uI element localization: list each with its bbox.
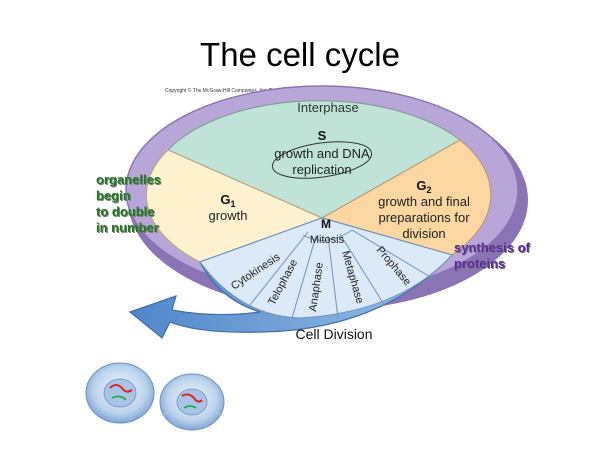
mitosis-label: Mitosis xyxy=(310,234,345,246)
organelles-note-line: to double xyxy=(96,204,155,219)
g1-phase-description: growth xyxy=(208,208,247,223)
mitosis-arc xyxy=(302,229,353,241)
organelles-note-line: organelles xyxy=(96,172,162,187)
g2-phase-label: G2 xyxy=(416,178,431,195)
cycle-sectors xyxy=(145,100,492,263)
interphase-label: Interphase xyxy=(297,100,358,115)
protein-note-line: synthesis of xyxy=(454,240,530,255)
protein-synthesis-note: synthesis of proteins xyxy=(454,240,530,272)
organelles-note-line: begin xyxy=(96,188,131,203)
slide-title: The cell cycle xyxy=(200,36,400,73)
m-phase-sector xyxy=(199,217,453,319)
cell-division-label: Cell Division xyxy=(295,326,372,342)
replication-highlight-ring xyxy=(271,141,373,179)
daughter-cell-2 xyxy=(159,373,225,431)
protein-note-line: proteins xyxy=(454,256,506,271)
g2-phase-line2: preparations for xyxy=(378,210,470,225)
m-phase-letter: M xyxy=(321,217,331,231)
s-phase-sector xyxy=(167,100,461,219)
s-phase-line2: replication xyxy=(292,162,351,177)
organelles-note-line: in number xyxy=(96,220,159,235)
mitosis-stage-dividers xyxy=(249,229,433,319)
daughter-cell-1 xyxy=(85,362,155,424)
g1-phase-sector xyxy=(145,149,324,263)
organelles-note: organelles begin to double in number xyxy=(96,172,161,236)
s-phase-letter: S xyxy=(318,128,327,143)
g2-phase-line1: growth and final xyxy=(378,194,470,209)
s-phase-line1: growth and DNA xyxy=(274,146,370,161)
g1-phase-label: G1 xyxy=(220,192,235,209)
g2-phase-sector xyxy=(320,139,492,256)
g2-phase-line3: division xyxy=(402,226,445,241)
